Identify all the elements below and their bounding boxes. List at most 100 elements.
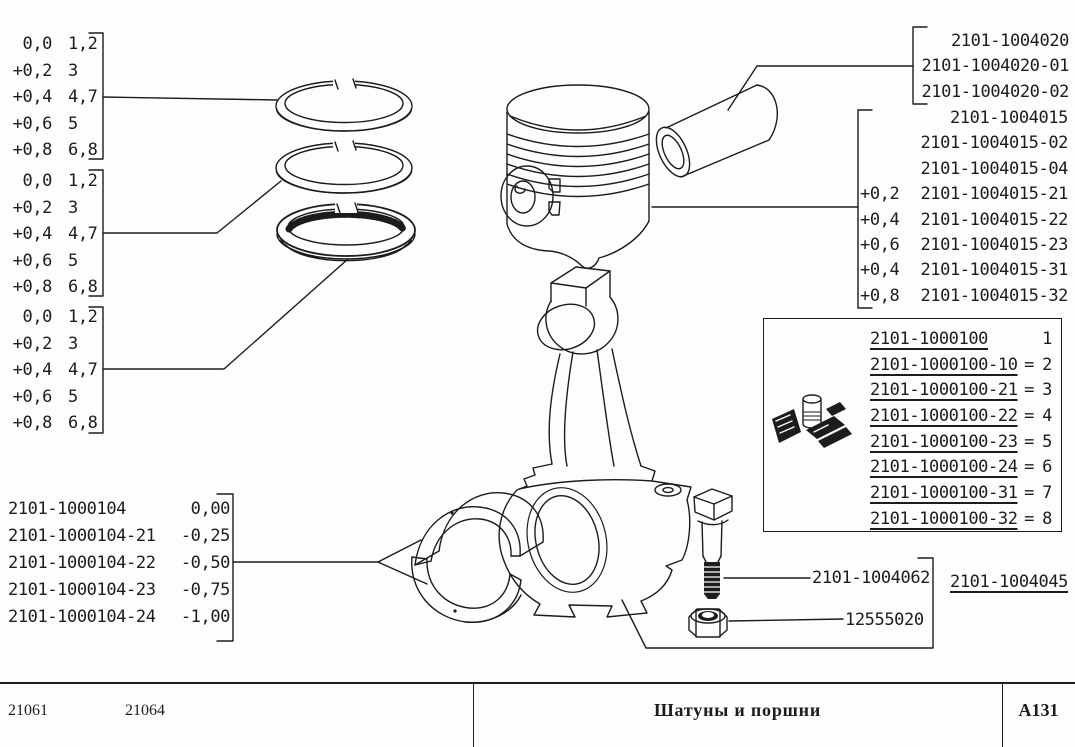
table-row: 0,0 1,2 xyxy=(8,31,104,58)
part-number: 2101-1004015 xyxy=(949,108,1068,128)
part-number: 2101-1004015-22 xyxy=(920,209,1068,230)
part-number: 2101-1000104-23 xyxy=(8,579,156,600)
oversize-value: +0,2 xyxy=(12,333,53,354)
oversize-value xyxy=(860,106,906,131)
oversize-value: +0,4 xyxy=(12,224,53,245)
group-index: 4 xyxy=(1042,406,1052,427)
part-number: 2101-1004015-32 xyxy=(920,285,1068,306)
part-number: 2101-1004015-21 xyxy=(920,184,1068,205)
part-number: 2101-1004015-02 xyxy=(920,133,1068,154)
equals-sign: = xyxy=(1024,406,1034,427)
equals-sign xyxy=(1019,327,1039,353)
part-number: 2101-1004015-04 xyxy=(920,158,1068,179)
oversize-value: +0,6 xyxy=(12,250,53,271)
piston xyxy=(500,84,650,269)
table-row: +0,6 5 xyxy=(8,111,104,138)
oversize-value: +0,8 xyxy=(12,140,53,161)
title-bar: 21061 21064 Шатуны и поршни A131 xyxy=(0,682,1075,747)
equals-sign: = xyxy=(1024,483,1034,504)
gap-value: 5 xyxy=(68,386,78,407)
gap-value: 3 xyxy=(68,333,78,354)
part-number: 2101-1000100-22 xyxy=(870,406,1018,427)
gap-value: 5 xyxy=(68,113,78,134)
table-row: +0,4 2101-1004015-22 xyxy=(860,208,1068,233)
part-number: 2101-1004020 xyxy=(950,31,1069,51)
bracket-ring-table-2 xyxy=(88,169,282,297)
part-number: 2101-1000104-24 xyxy=(8,606,156,627)
table-row: 2101-1000104-24-1,00 xyxy=(8,604,230,631)
nut-part-number: 12555020 xyxy=(845,610,924,630)
table-row: +0,2 3 xyxy=(8,331,104,358)
oversize-value: +0,6 xyxy=(860,234,900,255)
table-row: 2101-1000100-22 = 4 xyxy=(870,404,1052,430)
title-bar-divider xyxy=(1002,684,1003,747)
table-row: 2101-1000104-21 -0,25 xyxy=(8,523,230,550)
table-row: 2101-1000100-31=7 xyxy=(870,481,1052,507)
gap-value: 4,7 xyxy=(68,87,98,108)
oversize-value: +0,4 xyxy=(12,87,53,108)
oversize-value: +0,8 xyxy=(12,413,53,434)
table-row: 2101-1000100-32=8 xyxy=(870,507,1052,533)
bearing-set-part-number: 2101-1004045 xyxy=(950,572,1069,592)
part-number: 2101-1000100 xyxy=(870,329,989,349)
group-index: 5 xyxy=(1042,431,1052,452)
model-code-2: 21064 xyxy=(125,702,165,719)
table-row: 2101-1004015-02 xyxy=(860,131,1068,156)
part-number: 2101-1000104-21 xyxy=(8,525,156,546)
gap-value: 1,2 xyxy=(68,307,98,327)
part-number: 2101-1000100-10 xyxy=(870,354,1018,375)
bracket-pin-group xyxy=(727,26,928,111)
table-row: 0,0 1,2 xyxy=(8,168,104,195)
oversize-value: +0,6 xyxy=(12,386,53,407)
piston-pin xyxy=(655,84,778,178)
gap-value: 1,2 xyxy=(68,34,98,54)
group-index: 8 xyxy=(1042,508,1052,529)
connecting-rod xyxy=(498,266,692,618)
page-code: A131 xyxy=(1018,700,1059,720)
undersize-value: -0,75 xyxy=(180,579,231,600)
oversize-value: 0,0 xyxy=(22,34,52,54)
oversize-value xyxy=(860,157,906,182)
gap-value: 1,2 xyxy=(68,171,98,191)
oversize-value: +0,6 xyxy=(12,113,53,134)
group-index: 6 xyxy=(1042,457,1052,478)
table-row: 2101-1000100-21=3 xyxy=(870,378,1052,404)
title-bar-divider xyxy=(473,684,474,747)
bracket-piston-group xyxy=(651,109,873,309)
model-code-1: 21061 xyxy=(8,702,48,719)
part-number: 2101-1004015-31 xyxy=(920,260,1068,281)
oversize-value: +0,8 xyxy=(12,277,53,298)
repair-kit-icon xyxy=(772,394,852,448)
table-row: 2101-1004015 xyxy=(860,106,1068,131)
group-index: 7 xyxy=(1042,483,1052,504)
oversize-value: +0,4 xyxy=(12,360,53,381)
oversize-value: +0,4 xyxy=(860,209,900,230)
part-number: 2101-1000100-21 xyxy=(870,380,1018,401)
rod-bolt xyxy=(693,488,733,599)
undersize-value: -0,25 xyxy=(180,525,231,546)
part-number: 2101-1000100-23 xyxy=(870,431,1018,452)
oversize-value: 0,0 xyxy=(22,171,52,191)
part-number: 2101-1000100-32 xyxy=(870,508,1018,529)
table-row: +0,4 2101-1004015-31 xyxy=(860,258,1068,283)
group-index: 3 xyxy=(1042,380,1052,401)
table-row: 2101-1000104-22-0,50 xyxy=(8,550,230,577)
table-row: 2101-1000104-23 -0,75 xyxy=(8,577,230,604)
oversize-value: +0,4 xyxy=(860,260,900,281)
oversize-value xyxy=(860,131,906,156)
